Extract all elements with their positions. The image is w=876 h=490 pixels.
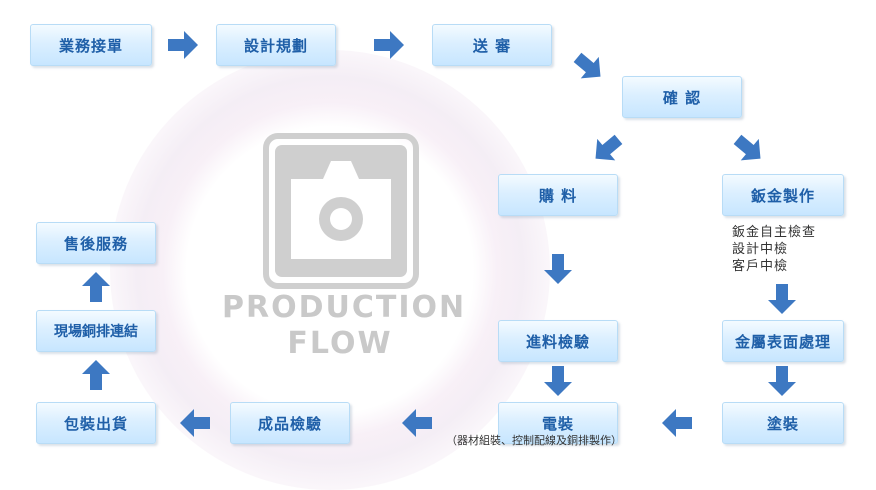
step-business-order: 業務接單 <box>30 24 152 66</box>
arrow-diagonal-down-right-icon <box>733 134 761 161</box>
arrow-left-icon <box>180 409 210 437</box>
arrow-up-icon <box>82 360 110 390</box>
step-design-planning: 設計規劃 <box>216 24 336 66</box>
step-purchase: 購 料 <box>498 174 618 216</box>
step-sheet-metal: 鈑金製作 <box>722 174 844 216</box>
arrow-up-icon <box>82 272 110 302</box>
production-flow-logo-icon <box>263 133 419 289</box>
sheetmetal-check-list: 鈑金自主檢查 設計中檢 客戶中檢 <box>732 224 816 275</box>
watermark-line1: PRODUCTION <box>222 290 467 325</box>
step-painting: 塗裝 <box>722 402 844 444</box>
step-electrical: 電裝 <box>498 402 618 444</box>
sheetmetal-check-design: 設計中檢 <box>732 242 789 257</box>
step-surface-treatment: 金屬表面處理 <box>722 320 844 362</box>
step-submit-review: 送 審 <box>432 24 552 66</box>
arrow-left-icon <box>402 409 432 437</box>
step-incoming-inspection: 進料檢驗 <box>498 320 618 362</box>
step-after-sales: 售後服務 <box>36 222 156 264</box>
step-onsite-busbar: 現場銅排連結 <box>36 310 156 352</box>
arrow-down-icon <box>768 284 796 314</box>
sheetmetal-check-self: 鈑金自主檢查 <box>732 225 817 240</box>
arrow-down-icon <box>544 254 572 284</box>
arrow-diagonal-down-right-icon <box>573 52 601 79</box>
arrow-right-icon <box>168 31 198 59</box>
step-packing-shipping: 包裝出貨 <box>36 402 156 444</box>
electrical-note: （器材組裝、控制配線及銅排製作） <box>446 434 622 447</box>
arrow-down-icon <box>544 366 572 396</box>
watermark-line2: FLOW <box>287 326 393 361</box>
step-confirm: 確 認 <box>622 76 742 118</box>
arrow-diagonal-down-left-icon <box>595 134 623 161</box>
arrow-left-icon <box>662 409 692 437</box>
arrow-right-icon <box>374 31 404 59</box>
arrow-down-icon <box>768 366 796 396</box>
sheetmetal-check-customer: 客戶中檢 <box>732 259 789 274</box>
step-final-inspection: 成品檢驗 <box>230 402 350 444</box>
